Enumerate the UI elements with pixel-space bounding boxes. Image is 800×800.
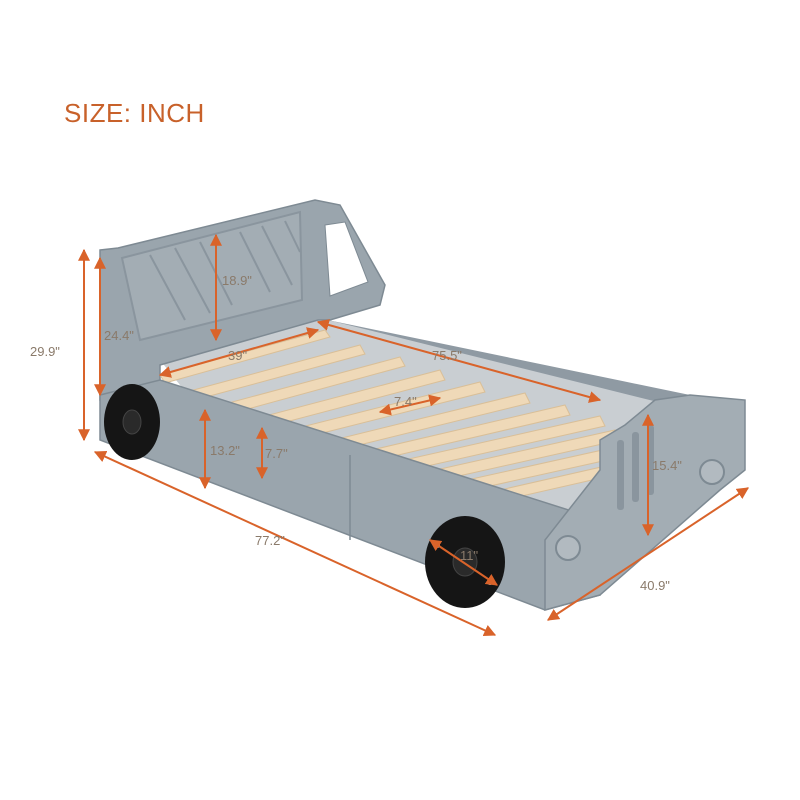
headlight-right: [699, 459, 725, 485]
arrow-length-inner: [316, 319, 602, 403]
label-headboard-inner: 18.9": [222, 273, 252, 288]
label-length-inner: 75.5": [432, 348, 462, 363]
headlight-left: [555, 535, 581, 561]
arrow-width-inner: [158, 327, 320, 378]
label-wheel: 11": [460, 548, 478, 563]
rear-wheel: [104, 384, 160, 460]
label-rail-height: 7.7": [265, 446, 288, 461]
label-slat-gap: 7.4": [394, 394, 417, 409]
label-overall-length: 77.2": [255, 533, 285, 548]
size-unit-title: SIZE: INCH: [64, 98, 205, 128]
label-width-inner: 39": [228, 348, 247, 363]
label-footboard-height: 15.4": [652, 458, 682, 473]
arrow-overall-width: [546, 487, 750, 621]
label-side-rail: 13.2": [210, 443, 240, 458]
arrow-slat-gap: [378, 394, 442, 416]
label-headboard-height: 24.4": [104, 328, 134, 343]
arrow-wheel: [429, 539, 498, 586]
headboard-window: [324, 221, 369, 297]
dimension-arrows: [78, 233, 750, 636]
label-overall-width: 40.9": [640, 578, 670, 593]
arrow-overall-length: [93, 451, 497, 636]
label-overall-height: 29.9": [30, 344, 60, 359]
